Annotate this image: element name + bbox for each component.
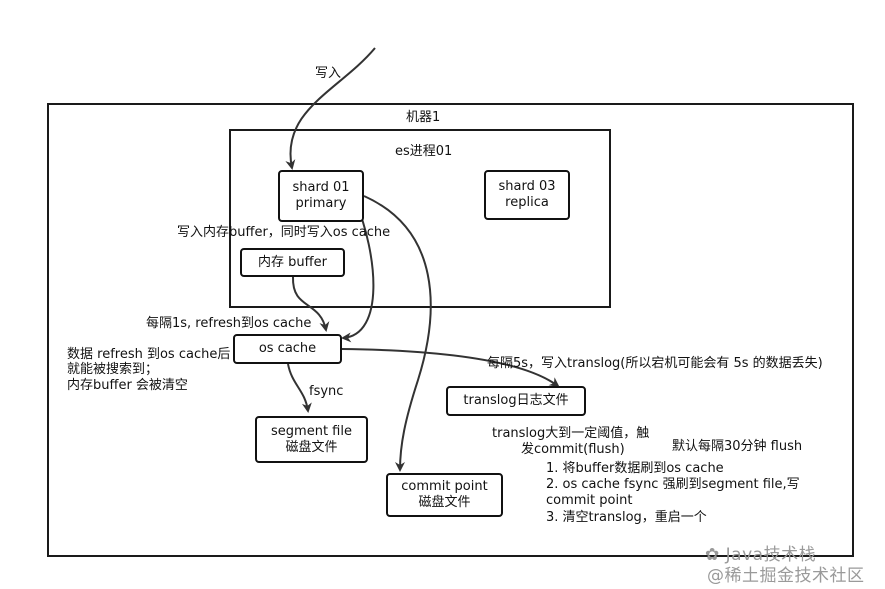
watermark-community: @稀土掘金技术社区 [707,566,865,586]
arrow-buffer-to-oscache [291,276,330,332]
label-refresh-note-2: 就能被搜索到； [67,362,159,377]
label-refresh-every-1s: 每隔1s, refresh到os cache [146,316,312,331]
arrow-shard-to-commit [363,195,432,472]
watermark-brand: ✿ Java技术栈 [705,540,816,565]
os-cache-label: os cache [258,341,317,356]
label-write-in: 写入 [315,66,342,81]
shard03-line2: replica [505,195,549,210]
es-process-frame [229,129,611,308]
label-default-flush: 默认每隔30分钟 flush [672,439,803,454]
arrow-oscache-to-translog [341,348,560,388]
commit-line1: commit point [401,479,488,494]
arrow-oscache-to-segment [287,363,312,413]
label-flush-step-2a: 2. os cache fsync 强刷到segment file,写 [546,477,800,492]
watermark-brand-text: Java技术栈 [725,545,817,565]
label-translog-every-5s: 每隔5s，写入translog(所以宕机可能会有 5s 的数据丢失) [487,356,823,371]
node-commit-point: commit point 磁盘文件 [386,473,503,517]
label-translog-threshold-1: translog大到一定阈值，触 [492,426,650,441]
node-translog-file: translog日志文件 [446,386,586,416]
label-es-process: es进程01 [395,144,453,159]
machine-frame [47,103,854,557]
label-machine: 机器1 [406,110,441,125]
label-write-buffer-oscache: 写入内存buffer，同时写入os cache [177,225,391,240]
label-translog-threshold-2: 发commit(flush) [521,442,625,457]
node-segment-file: segment file 磁盘文件 [255,416,368,463]
commit-line2: 磁盘文件 [418,495,471,510]
shard01-line2: primary [295,196,347,211]
label-refresh-note-1: 数据 refresh 到os cache后 [67,347,231,362]
node-memory-buffer: 内存 buffer [240,248,345,277]
label-fsync: fsync [309,384,344,399]
shard03-line1: shard 03 [498,179,556,194]
label-flush-step-1: 1. 将buffer数据刷到os cache [546,461,724,476]
segment-line1: segment file [271,423,352,439]
translog-label: translog日志文件 [463,393,569,408]
arrow-write-to-shard [285,47,376,170]
node-shard-01-primary: shard 01 primary [278,170,364,222]
node-os-cache: os cache [233,334,342,364]
shard01-line1: shard 01 [292,180,350,195]
segment-line2: 磁盘文件 [285,439,338,455]
node-shard-03-replica: shard 03 replica [484,170,570,220]
label-flush-step-2b: commit point [546,493,633,508]
wechat-icon: ✿ [705,545,726,565]
label-refresh-note-3: 内存buffer 会被清空 [67,378,188,393]
label-flush-step-3: 3. 清空translog，重启一个 [546,510,707,525]
buffer-label: 内存 buffer [258,254,327,270]
